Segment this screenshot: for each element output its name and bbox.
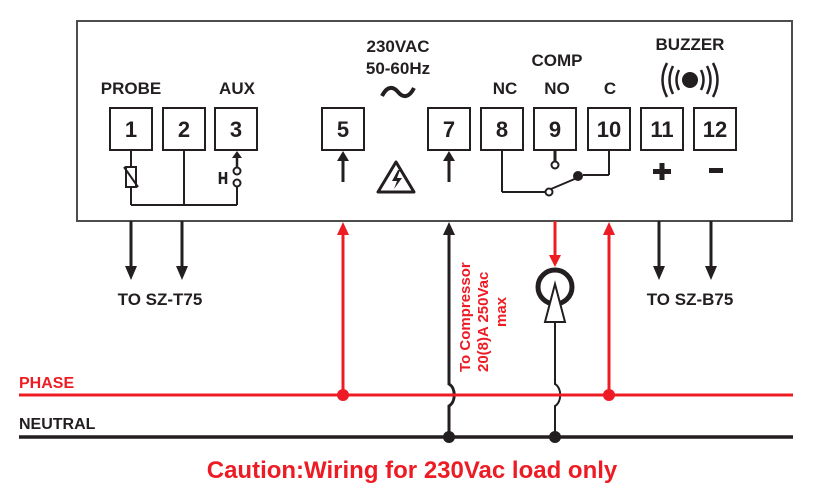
terminal-number: 3: [230, 117, 242, 142]
compressor-line2: 20(8)A 250Vac: [475, 272, 492, 372]
terminal-number: 10: [597, 117, 621, 142]
terminal-5-input-arrow: [337, 151, 349, 182]
nc-label: NC: [493, 79, 518, 98]
power-frequency-label: 50-60Hz: [366, 59, 430, 78]
comp-label: COMP: [532, 51, 583, 70]
terminal-number: 1: [125, 117, 137, 142]
aux-label: AUX: [219, 79, 256, 98]
terminal-number: 12: [703, 117, 727, 142]
terminal-number: 5: [337, 117, 349, 142]
terminal-7: 7: [427, 107, 471, 151]
terminal-2: 2: [162, 107, 206, 151]
relay-switch-icon: [501, 150, 610, 197]
compressor-line3: max: [493, 296, 510, 327]
terminal-8: 8: [480, 107, 524, 151]
caution-text: Caution:Wiring for 230Vac load only: [207, 457, 618, 484]
terminal-number: 9: [549, 117, 561, 142]
terminal-number: 8: [496, 117, 508, 142]
terminal-5: 5: [321, 107, 365, 151]
terminal-7-input-arrow: [443, 151, 455, 182]
terminal-12: 12: [693, 107, 737, 151]
probe-output-wires: [125, 221, 188, 280]
power-voltage-label: 230VAC: [367, 37, 430, 56]
no-label: NO: [544, 79, 570, 98]
terminal-number: 2: [178, 117, 190, 142]
terminal-1: 1: [109, 107, 153, 151]
terminal-number: 7: [443, 117, 455, 142]
probe-label: PROBE: [101, 79, 161, 98]
terminal-3: 3: [214, 107, 258, 151]
phase-wire-terminal-10: [603, 222, 615, 401]
terminal-10: 10: [587, 107, 631, 151]
to-probe-label: TO SZ-T75: [118, 290, 203, 309]
buzzer-plus-icon: [653, 163, 671, 180]
compressor-circuit: [535, 221, 575, 443]
compressor-line1: To Compressor: [457, 262, 474, 372]
buzzer-sound-icon: [661, 62, 719, 98]
probe-internal-wiring: [123, 150, 238, 206]
buzzer-output-wires: [653, 221, 717, 280]
neutral-label: NEUTRAL: [19, 416, 96, 433]
neutral-wire-terminal-7: [443, 222, 456, 443]
thermistor-icon: [123, 166, 139, 188]
phase-label: PHASE: [19, 375, 74, 392]
compressor-rating-label: To Compressor 20(8)A 250Vac max: [457, 262, 510, 372]
ac-symbol-icon: [380, 85, 416, 99]
buzzer-minus-icon: [709, 168, 723, 173]
terminal-11: 11: [640, 107, 684, 151]
terminal-9: 9: [533, 107, 577, 151]
phase-wire-terminal-5: [337, 222, 349, 401]
high-voltage-warning-icon: [376, 160, 416, 194]
terminal-number: 11: [650, 117, 673, 142]
door-switch-icon: [218, 151, 242, 188]
to-buzzer-label: TO SZ-B75: [647, 290, 734, 309]
c-label: C: [604, 79, 616, 98]
buzzer-label: BUZZER: [656, 35, 725, 54]
compressor-motor-icon: [535, 267, 575, 323]
